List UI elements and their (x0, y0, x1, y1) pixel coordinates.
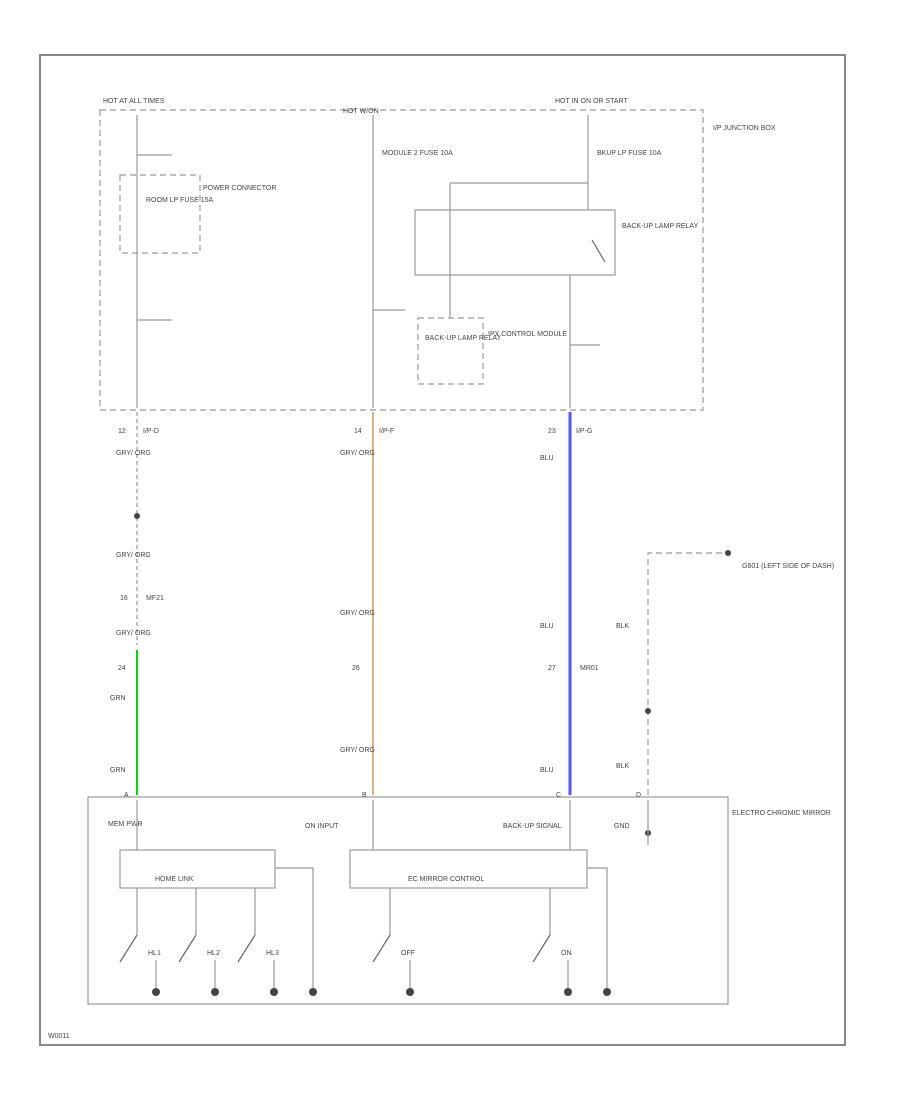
ground-splice (645, 708, 651, 714)
hot-w-on-label: HOT W/ON (343, 108, 379, 115)
sw-on-lever (532, 934, 551, 963)
homelink-gnd (275, 867, 314, 990)
gnd-dot-7 (603, 988, 611, 996)
relay-switch (591, 239, 606, 263)
backup-signal-label: BACK-UP SIGNAL (503, 823, 562, 830)
gnd-dot-3 (270, 988, 278, 996)
ipx-relay-box (417, 317, 484, 385)
ground-wire (647, 552, 725, 795)
sw-off-lever (372, 934, 391, 963)
homelink-label: HOME LINK (155, 876, 194, 883)
ec-gnd (587, 867, 608, 990)
splice-dot-left (134, 513, 140, 519)
sw3-label: HL3 (266, 950, 279, 957)
pin-bk: C (556, 792, 561, 799)
sw-off-label: OFF (401, 950, 415, 957)
pin-b-label: 14 (354, 428, 362, 435)
pin-gnd: D (636, 792, 641, 799)
wire-color-blk-2: BLK (616, 763, 630, 770)
wire-color-mid-3: GRY/ ORG (340, 747, 375, 754)
wire-color-left-3: GRY/ ORG (116, 630, 151, 637)
mirror-box (87, 796, 729, 1005)
pin-24-label: 24 (118, 665, 126, 672)
sw3-lever (237, 934, 256, 963)
pin-16-label: 16 (120, 595, 128, 602)
pin-c-label: 23 (548, 428, 556, 435)
pin-mem: A (124, 792, 129, 799)
conn-b-label: I/P-F (379, 428, 394, 435)
wire-color-grn-1: GRN (110, 695, 126, 702)
gnd-dot-2 (211, 988, 219, 996)
gnd-dot-1 (152, 988, 160, 996)
conn-mr01-label: MR01 (580, 665, 599, 672)
ipx-module-label: IPX CONTROL MODULE (488, 331, 567, 338)
ground-label: G601 (LEFT SIDE OF DASH) (742, 563, 834, 570)
junction-box-label: I/P JUNCTION BOX (713, 125, 776, 132)
pin-27-label: 27 (548, 665, 556, 672)
gnd-dot-6 (564, 988, 572, 996)
sw1-lever (119, 934, 138, 963)
sw-on-label: ON (561, 950, 572, 957)
hot-in-on-label: HOT IN ON OR START (555, 98, 628, 105)
wire-color-mid-2: GRY/ ORG (340, 610, 375, 617)
ipx-relay-label: BACK-UP LAMP RELAY (425, 335, 502, 342)
ec-control-label: EC MIRROR CONTROL (408, 876, 484, 883)
bkup-fuse-label: BKUP LP FUSE 10A (597, 150, 662, 157)
wire-color-mid-1: GRY/ ORG (340, 450, 375, 457)
wire-color-right-1: BLU (540, 455, 554, 462)
diagram-frame (39, 54, 846, 1046)
ground-dot (725, 550, 731, 556)
conn-mf21-label: MF21 (146, 595, 164, 602)
gnd-label: GND (614, 823, 630, 830)
sw1-label: HL1 (148, 950, 161, 957)
hot-at-all-times-label: HOT AT ALL TIMES (103, 98, 165, 105)
on-input-label: ON INPUT (305, 823, 339, 830)
wire-color-right-2: BLU (540, 623, 554, 630)
relay-box (414, 209, 616, 276)
wire-color-right-3: BLU (540, 767, 554, 774)
pin-a-label: 12 (118, 428, 126, 435)
wire-color-blk-1: BLK (616, 623, 630, 630)
gnd-dot-4 (309, 988, 317, 996)
gnd-dot-5 (406, 988, 414, 996)
sw2-label: HL2 (207, 950, 220, 957)
wire-color-grn-2: GRN (110, 767, 126, 774)
pin-26-label: 26 (352, 665, 360, 672)
wire-color-left-2: GRY/ ORG (116, 552, 151, 559)
junction-box (99, 109, 704, 411)
mem-pwr-label: MEM PWR (108, 821, 143, 828)
wire-color-left-1: GRY/ ORG (116, 450, 151, 457)
module-fuse-label: MODULE 2 FUSE 10A (382, 150, 453, 157)
power-connector-box (119, 174, 201, 254)
relay-label: BACK-UP LAMP RELAY (622, 223, 699, 230)
mirror-label: ELECTRO CHROMIC MIRROR (732, 810, 831, 817)
conn-a-label: I/P-D (143, 428, 159, 435)
power-connector-label: POWER CONNECTOR (203, 185, 276, 192)
conn-c-label: I/P-G (576, 428, 592, 435)
room-fuse-label: ROOM LP FUSE 15A (146, 197, 214, 204)
sw2-lever (178, 934, 197, 963)
homelink-box (119, 849, 276, 889)
pin-on: B (362, 792, 367, 799)
footer-code: W0011 (48, 1033, 70, 1040)
ec-control-box (349, 849, 588, 889)
